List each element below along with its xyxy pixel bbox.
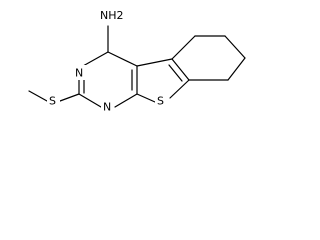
atom-labels: NH2 N N S S (47, 9, 169, 114)
bond-c4b-c8a-inner (168, 64, 183, 82)
bond-sme-ch3 (28, 90, 48, 102)
thioether-s-label: S (49, 95, 56, 108)
amine-label: NH2 (100, 9, 124, 22)
bond-s-c7a (136, 93, 156, 103)
thiophene-s-label-bg (155, 94, 169, 108)
bond-c4-c4a (107, 51, 138, 67)
bond-lines (28, 25, 246, 108)
ring-n-top-label: N (75, 67, 83, 80)
bond-c6-c7 (224, 35, 246, 59)
bond-c2-n1 (78, 93, 102, 108)
thiophene-s-label: S (157, 95, 164, 108)
n3-label-bg (74, 65, 86, 80)
bond-n1-c7a (114, 93, 138, 108)
bond-c4b-c5 (171, 35, 196, 60)
bond-c8a-s (169, 79, 190, 99)
molecule-drawing: NH2 N N S S (28, 9, 246, 114)
bond-c4b-c8a (171, 58, 190, 81)
ring-n-bottom-label: N (103, 101, 111, 114)
bond-c2-sme (59, 93, 80, 102)
amine-label-text: NH2 (100, 9, 124, 22)
thioether-s-label-bg (47, 95, 60, 108)
bond-c4a-c4b (136, 58, 173, 67)
n1-label-bg (101, 100, 114, 114)
structure-diagram: NH2 N N S S (0, 0, 263, 137)
bond-c7-c8 (227, 57, 246, 81)
bond-c4-n3 (82, 51, 109, 67)
